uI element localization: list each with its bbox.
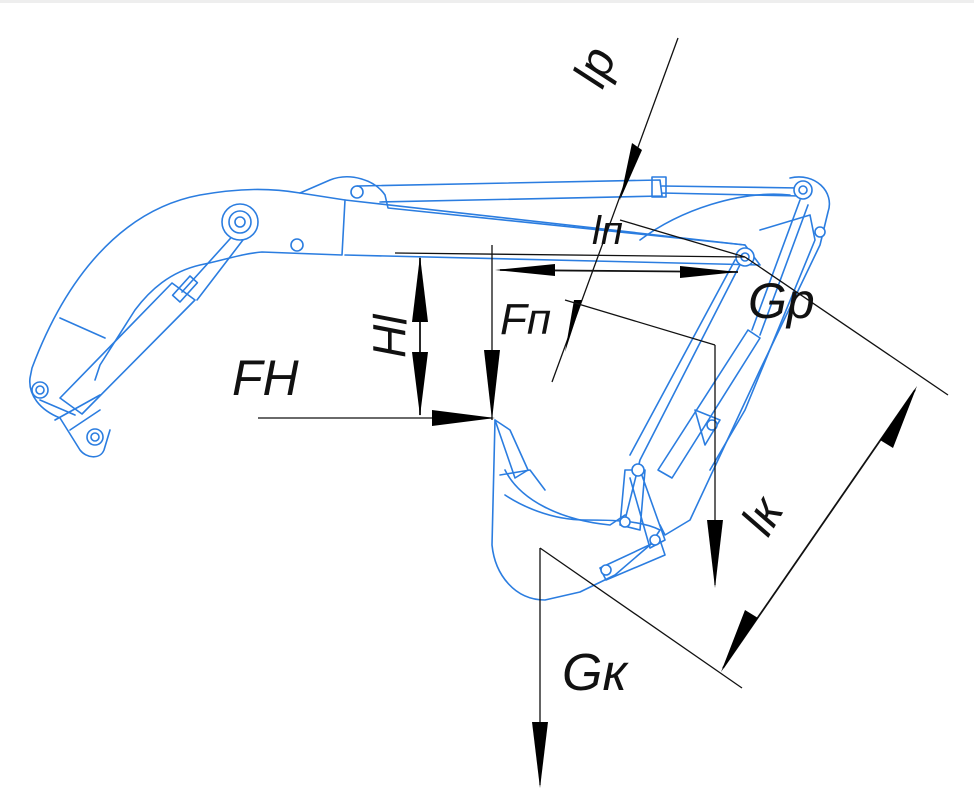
bucket-inner: [499, 469, 626, 526]
boom-head-joint-mid: [228, 210, 252, 234]
boom-center-line: [69, 409, 101, 431]
lh-arrow-up: [412, 256, 428, 322]
boom-lower-joint-pin: [90, 432, 100, 442]
lk-arrow-top: [880, 386, 917, 448]
bucket-link-arm: [624, 254, 746, 521]
bucket-pin-lower-right: [649, 534, 661, 546]
stick-outline: [299, 176, 761, 266]
fh-arrowhead: [432, 410, 495, 426]
fn-arrowhead: [565, 300, 582, 352]
stick-end-frame: [659, 176, 831, 536]
stick-tip-joint: [793, 180, 813, 200]
boom-head-joint-outer: [221, 203, 259, 241]
lh-arrow-down: [412, 352, 428, 416]
boom-cylinder-collar: [171, 275, 199, 303]
ln-arrow-right: [680, 266, 738, 278]
stick-cylinder-collar: [651, 176, 667, 198]
label-gp: Gр: [748, 273, 815, 329]
bucket-pin-upper: [631, 463, 645, 477]
label-lp: lр: [564, 40, 627, 94]
bucket-outline: [491, 419, 661, 601]
bucket-pin-bottom: [600, 564, 612, 576]
excavator-mechanism: [29, 176, 831, 601]
label-gk: Gк: [562, 644, 629, 702]
label-fn: Fп: [500, 295, 551, 344]
gp-line: [744, 256, 949, 396]
lp-arrowhead: [620, 143, 642, 200]
bucket-cylinder-rod: [751, 199, 809, 336]
boom-head-joint-pin: [234, 216, 246, 228]
boom-inner-lines: [39, 317, 106, 421]
ln-upper-line: [619, 219, 746, 258]
bucket-pin-lower-left: [619, 516, 631, 528]
bucket-tooth: [494, 419, 529, 479]
boom-outline: [29, 188, 346, 458]
gk-diagonal-line: [539, 547, 743, 689]
boom-base-joint-pin: [35, 385, 45, 395]
top-border: [0, 0, 974, 3]
force-lines: [258, 37, 949, 788]
bucket-lever-line: [564, 299, 716, 346]
stick-right-pin: [814, 226, 826, 238]
gk-down-arrow: [532, 722, 548, 788]
ln-arrow-left: [495, 264, 555, 276]
ln-line: [394, 252, 746, 258]
lk-arrow-bottom: [721, 610, 758, 672]
boom-mid-pin: [290, 238, 304, 252]
bucket-cylinder: [657, 329, 761, 479]
boom-base-joint: [31, 381, 49, 399]
stick-top-edge: [344, 199, 746, 246]
stick-cylinder: [356, 179, 801, 203]
bucket-down-arrow: [707, 520, 723, 588]
stick-tip-pin: [798, 185, 808, 195]
label-lk: lк: [732, 487, 796, 544]
label-fh: FН: [232, 350, 300, 406]
boom-cylinder: [59, 229, 247, 415]
tooth-down-arrow: [484, 350, 500, 420]
label-lh: lН: [363, 313, 415, 357]
boom-lower-joint: [86, 428, 104, 446]
stick-pivot: [350, 185, 364, 199]
label-ln: lп: [592, 209, 623, 253]
labels: lр lп Gр Fп lН FН lк Gк: [232, 40, 815, 702]
